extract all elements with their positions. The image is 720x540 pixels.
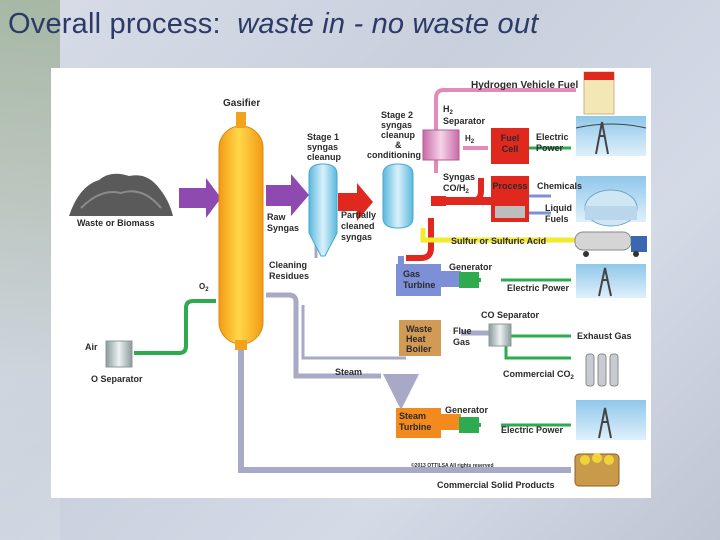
slide-title-lead: Overall process: — [8, 8, 221, 40]
co2-separator-unit — [488, 323, 512, 347]
label-sulfur: Sulfur or Sulfuric Acid — [451, 236, 546, 246]
h2-separator-unit — [422, 129, 460, 161]
process-diagram: Fuel Cell Process Gas Turbine Waste Heat… — [51, 68, 651, 498]
label-stage2-2: syngas — [381, 120, 412, 130]
waste-heat-boiler-unit — [399, 320, 441, 356]
chemical-tank-icon — [576, 176, 646, 227]
tanker-truck-icon — [574, 231, 647, 257]
label-stage1-1: Stage 1 — [307, 132, 339, 142]
partially-cleaned-arrow — [338, 183, 373, 221]
label-stage1-2: syngas — [307, 142, 338, 152]
waste-pile-highlight — [80, 190, 162, 209]
label-stage2-3: cleanup — [381, 130, 416, 140]
waste-heat-label-3: Boiler — [406, 344, 432, 354]
waste-heat-label-1: Waste — [406, 324, 432, 334]
label-commercial-solid: Commercial Solid Products — [437, 480, 555, 490]
raw-syngas-arrow — [266, 174, 309, 216]
steam-turbine-label-2: Turbine — [399, 422, 431, 432]
gas-turbine-label-2: Turbine — [403, 280, 435, 290]
stage1-cleanup-vessel — [308, 163, 338, 257]
generator-1-unit — [459, 272, 479, 288]
label-generator-2: Generator — [445, 405, 489, 415]
solid-products-icon — [574, 453, 620, 487]
label-exhaust-gas: Exhaust Gas — [577, 331, 632, 341]
label-o2: O2 — [199, 282, 209, 293]
gasifier-top-nozzle — [236, 112, 246, 128]
oxygen-pipe — [134, 299, 216, 355]
label-h2: H2 — [465, 134, 475, 145]
power-line-icon-2 — [576, 264, 646, 298]
label-stage2-4: & — [395, 140, 402, 150]
label-generator-1: Generator — [449, 262, 493, 272]
power-line-icon-1 — [575, 116, 647, 156]
label-o2-separator: O Separator — [91, 374, 143, 384]
label-stage1-3: cleanup — [307, 152, 342, 162]
gas-turbine-label-1: Gas — [403, 269, 420, 279]
slide-title: Overall process: waste in - no waste out — [8, 8, 538, 41]
label-electric-power-1b: Power — [536, 143, 564, 153]
fuel-pump-top — [584, 72, 614, 80]
co2-cylinders-icon — [585, 353, 619, 387]
label-electric-power-2: Electric Power — [507, 283, 570, 293]
o2-separator-unit — [105, 340, 133, 368]
label-chemicals: Chemicals — [537, 181, 582, 191]
fuel-cell-label-1: Fuel — [501, 133, 520, 143]
syngas-to-turbine-pipe — [406, 218, 434, 261]
label-partially-3: syngas — [341, 232, 372, 242]
solids-pipe — [238, 350, 571, 473]
label-partially-1: Partially — [341, 210, 376, 220]
process-label: Process — [492, 181, 527, 191]
label-flue-gas-1: Flue — [453, 326, 472, 336]
fuel-cell-unit — [491, 128, 529, 164]
label-h2-separator-1: H2 — [443, 104, 454, 116]
steam-turbine-unit — [396, 408, 441, 438]
label-hydrogen-vehicle-fuel: Hydrogen Vehicle Fuel — [471, 80, 578, 91]
label-stage2-1: Stage 2 — [381, 110, 413, 120]
stage2-cleanup-vessel — [382, 163, 414, 229]
power-line-icon-3 — [576, 400, 646, 440]
residue-pipe — [301, 305, 406, 360]
slide-background-accent — [0, 0, 60, 540]
hydrogen-pipe — [434, 88, 576, 173]
label-flue-gas-2: Gas — [453, 337, 470, 347]
slide-title-emphasis: waste in - no waste out — [237, 8, 539, 40]
biomass-feed-arrow — [179, 178, 221, 218]
label-stage2-5: conditioning — [367, 150, 421, 160]
steam-turbine-exhaust — [439, 414, 461, 430]
label-copyright: ©2013 OTTILSA All rights reserved — [411, 462, 494, 469]
sulfur-pipe — [420, 228, 576, 243]
process-equipment — [495, 206, 525, 218]
label-air: Air — [85, 342, 98, 352]
label-liquid-fuels-2: Fuels — [545, 214, 569, 224]
label-partially-2: cleaned — [341, 221, 375, 231]
label-co2-separator: CO Separator — [481, 310, 540, 320]
label-syngas-2: CO/H2 — [443, 183, 470, 195]
label-liquid-fuels-1: Liquid — [545, 203, 572, 213]
label-waste-biomass: Waste or Biomass — [77, 218, 155, 228]
label-cleaning-1: Cleaning — [269, 260, 307, 270]
label-commercial-co2: Commercial CO2 — [503, 369, 575, 381]
gasifier-vessel — [218, 125, 264, 345]
label-h2-separator-2: Separator — [443, 116, 486, 126]
steam-pipe — [266, 292, 381, 379]
steam-turbine-label-1: Steam — [399, 411, 426, 421]
label-syngas-1: Syngas — [443, 172, 475, 182]
label-cleaning-2: Residues — [269, 271, 309, 281]
label-gasifier: Gasifier — [223, 98, 260, 109]
waste-pile-image — [69, 173, 173, 216]
process-diagram-svg: Fuel Cell Process Gas Turbine Waste Heat… — [69, 71, 647, 490]
gas-turbine-exhaust — [439, 271, 461, 287]
waste-heat-label-2: Heat — [406, 334, 426, 344]
label-steam: Steam — [335, 367, 362, 377]
generator-2-unit — [459, 417, 479, 433]
label-raw-syngas-1: Raw — [267, 212, 287, 222]
label-electric-power-1a: Electric — [536, 132, 569, 142]
label-electric-power-3: Electric Power — [501, 425, 564, 435]
fuel-cell-label-2: Cell — [502, 144, 519, 154]
label-raw-syngas-2: Syngas — [267, 223, 299, 233]
gasifier-bottom-nozzle — [235, 340, 247, 350]
gas-turbine-unit — [396, 264, 441, 296]
